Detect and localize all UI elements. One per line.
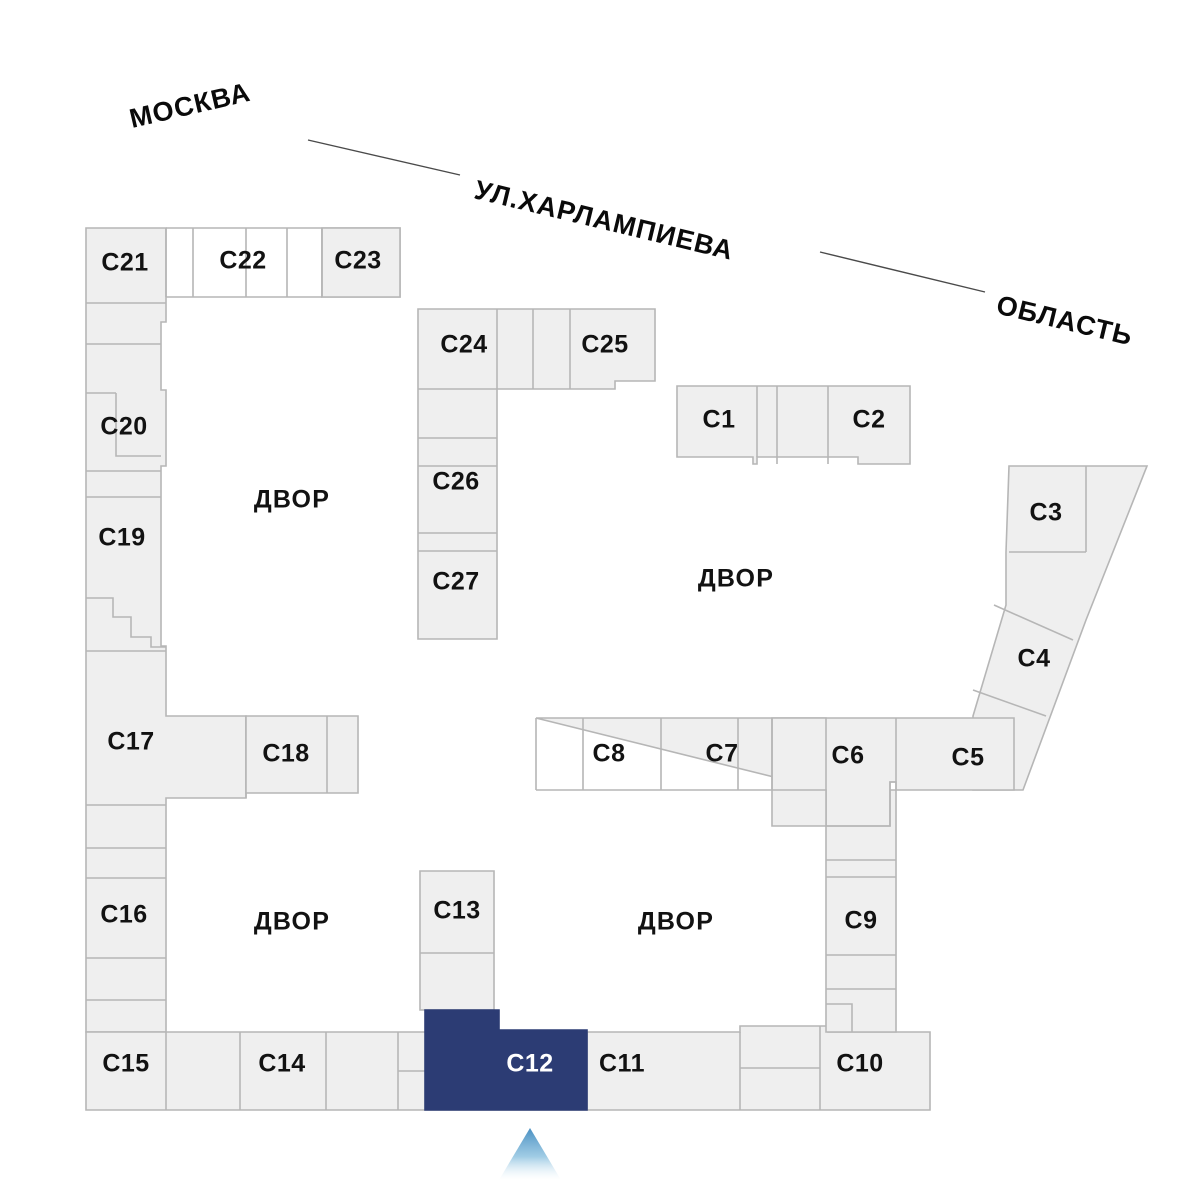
block-c13: [419, 870, 495, 1011]
divider-west-step-1: [86, 597, 166, 648]
building-label-c24[interactable]: С24: [440, 331, 487, 359]
building-label-c16[interactable]: С16: [100, 901, 147, 929]
view-direction-triangle-icon: [499, 1128, 561, 1180]
building-label-c13[interactable]: С13: [433, 897, 480, 925]
divider-e-notch: [826, 781, 896, 827]
building-label-c19[interactable]: С19: [98, 524, 145, 552]
building-outline-c18[interactable]: [245, 715, 359, 794]
building-label-c18[interactable]: С18: [262, 740, 309, 768]
building-outline-c13[interactable]: [419, 870, 495, 1011]
building-label-c5[interactable]: С5: [952, 744, 985, 772]
building-label-c4[interactable]: С4: [1018, 645, 1051, 673]
block-c5-c8: [535, 717, 1015, 827]
divider-c9-notch: [826, 1003, 853, 1032]
building-label-c22[interactable]: С22: [219, 247, 266, 275]
building-c12-selected-group[interactable]: [424, 1009, 588, 1111]
building-labels: С21 С22 С23 С20 С19 С17 С18 С16 С15 С14 …: [98, 247, 1062, 1078]
building-label-c21[interactable]: С21: [101, 249, 148, 277]
building-outline-c24-c27[interactable]: [417, 308, 656, 640]
street-leader-right: [819, 251, 986, 293]
building-label-c15[interactable]: С15: [102, 1050, 149, 1078]
courtyard-labels: ДВОР ДВОР ДВОР ДВОР: [254, 486, 774, 936]
block-west: [85, 227, 401, 1033]
building-label-c20[interactable]: С20: [100, 413, 147, 441]
courtyard-label-ne: ДВОР: [698, 565, 774, 593]
building-label-c3[interactable]: С3: [1030, 499, 1063, 527]
building-outline-c6-stub[interactable]: [771, 717, 827, 827]
block-center: [417, 308, 656, 640]
divider-c4-top: [993, 604, 1074, 641]
building-label-c9[interactable]: С9: [845, 907, 878, 935]
building-label-c1[interactable]: С1: [703, 406, 736, 434]
street-label-kharlampieva: УЛ.ХАРЛАМПИЕВА: [472, 175, 737, 266]
divider-c4-bot: [972, 689, 1047, 717]
building-label-c7[interactable]: С7: [706, 740, 739, 768]
view-direction-marker: [499, 1128, 561, 1180]
building-label-c17[interactable]: С17: [107, 728, 154, 756]
building-label-c27[interactable]: С27: [432, 568, 479, 596]
building-label-c6[interactable]: С6: [832, 742, 865, 770]
building-label-c14[interactable]: С14: [258, 1050, 305, 1078]
building-label-c10[interactable]: С10: [836, 1050, 883, 1078]
block-c9: [825, 789, 897, 1033]
building-outline-west-spine[interactable]: [85, 227, 247, 1033]
courtyard-label-se: ДВОР: [638, 908, 714, 936]
street-label-oblast: ОБЛАСТЬ: [994, 290, 1136, 352]
street-leader-left: [307, 139, 461, 176]
divider-c20-notch: [115, 393, 161, 457]
building-label-c11[interactable]: С11: [599, 1050, 645, 1078]
building-label-c26[interactable]: С26: [432, 468, 479, 496]
courtyard-label-sw: ДВОР: [254, 908, 330, 936]
building-label-c25[interactable]: С25: [581, 331, 628, 359]
building-outline-c12[interactable]: [424, 1009, 588, 1111]
block-c1-c2: [676, 385, 911, 465]
building-label-c23[interactable]: С23: [334, 247, 381, 275]
building-label-c8[interactable]: С8: [593, 740, 626, 768]
courtyard-label-nw: ДВОР: [254, 486, 330, 514]
building-label-c2[interactable]: С2: [853, 406, 886, 434]
street-label-moskva: МОСКВА: [127, 77, 254, 134]
building-label-c12[interactable]: С12: [506, 1050, 553, 1078]
